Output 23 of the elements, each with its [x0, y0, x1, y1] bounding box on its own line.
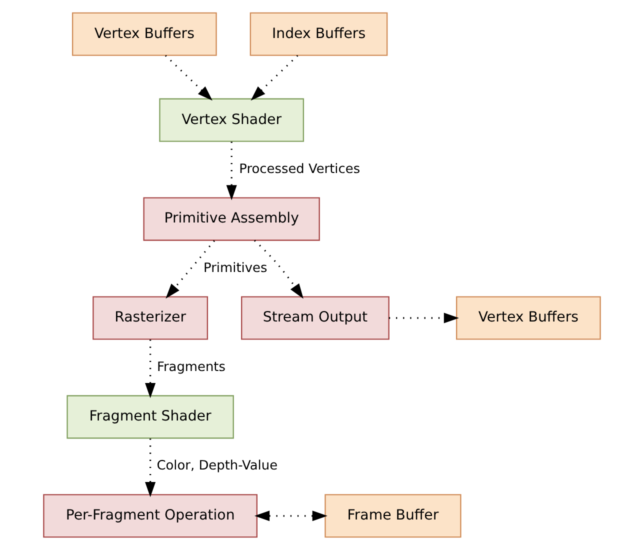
node-box: Per-Fragment Operation — [42, 494, 257, 538]
arrow — [144, 438, 156, 498]
node-box: Rasterizer — [92, 296, 208, 340]
node-box: Stream Output — [240, 296, 389, 340]
node-box: Vertex Shader — [158, 98, 304, 142]
node-box: Frame Buffer — [324, 494, 461, 538]
arrow — [254, 240, 303, 299]
arrow — [144, 340, 156, 398]
node-box: Fragment Shader — [66, 395, 234, 439]
edge-label: Fragments — [156, 360, 226, 375]
arrow — [165, 240, 214, 299]
arrow — [164, 54, 212, 101]
node-box: Primitive Assembly — [142, 197, 320, 241]
arrow — [388, 312, 458, 324]
edge-label: Primitives — [203, 260, 267, 276]
arrow — [254, 510, 327, 522]
node-box: Index Buffers — [249, 12, 388, 56]
arrow — [226, 142, 236, 200]
edge-label: Processed Vertices — [238, 162, 360, 177]
node-box: Vertex Buffers — [71, 12, 216, 56]
edge-label: Color, Depth-Value — [156, 458, 278, 474]
node-box: Vertex Buffers — [456, 296, 600, 340]
arrow — [250, 54, 298, 101]
